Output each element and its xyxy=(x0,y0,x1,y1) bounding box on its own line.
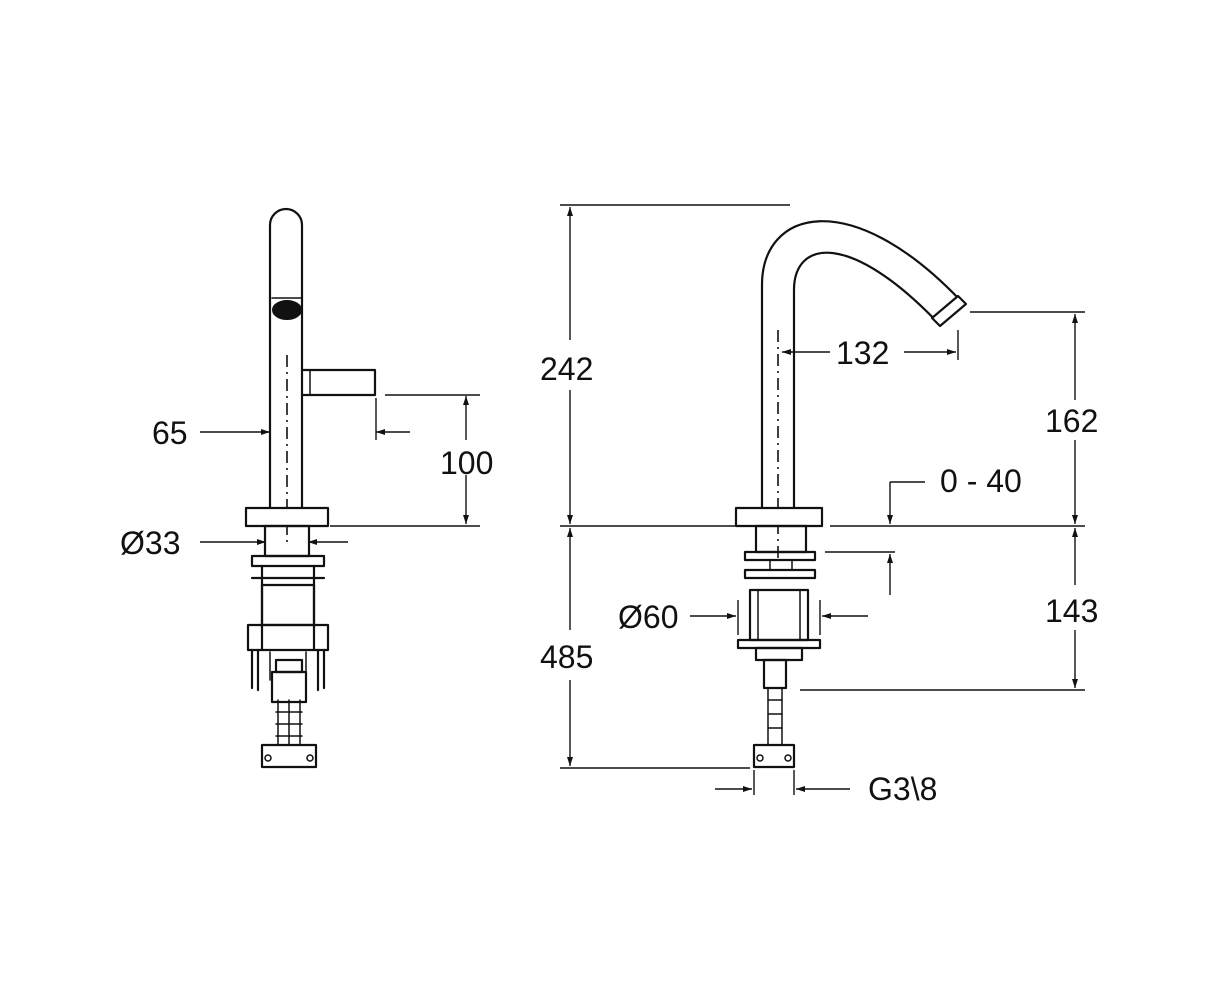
front-aerator xyxy=(272,300,302,320)
side-spout xyxy=(760,220,962,510)
dim-body-diameter: Ø33 xyxy=(120,525,180,561)
dim-handle-offset: 65 xyxy=(152,415,188,451)
front-supply-hoses xyxy=(260,658,318,769)
dim-thread: G3\8 xyxy=(868,771,937,807)
dim-handle-height: 100 xyxy=(440,445,493,481)
front-base-plate xyxy=(244,506,330,528)
front-fixing-frame xyxy=(246,554,330,692)
dim-lower-length: 485 xyxy=(540,639,593,675)
side-spout-tip xyxy=(930,294,968,328)
side-base-plate xyxy=(734,506,824,528)
dim-spout-height: 162 xyxy=(1045,403,1098,439)
side-view: 242 485 132 162 0 - 40 143 Ø60 xyxy=(540,204,1098,807)
dim-total-height: 242 xyxy=(540,351,593,387)
dim-base-diameter: Ø60 xyxy=(618,599,678,635)
dim-deck-thickness: 0 - 40 xyxy=(940,463,1022,499)
front-lever-handle xyxy=(300,368,377,397)
dim-connector-height: 143 xyxy=(1045,593,1098,629)
dim-spout-reach: 132 xyxy=(836,335,889,371)
side-body xyxy=(736,588,822,662)
side-supply-hose xyxy=(752,658,796,769)
front-spout-body xyxy=(268,207,304,512)
front-view: 65 100 Ø33 xyxy=(120,207,493,769)
